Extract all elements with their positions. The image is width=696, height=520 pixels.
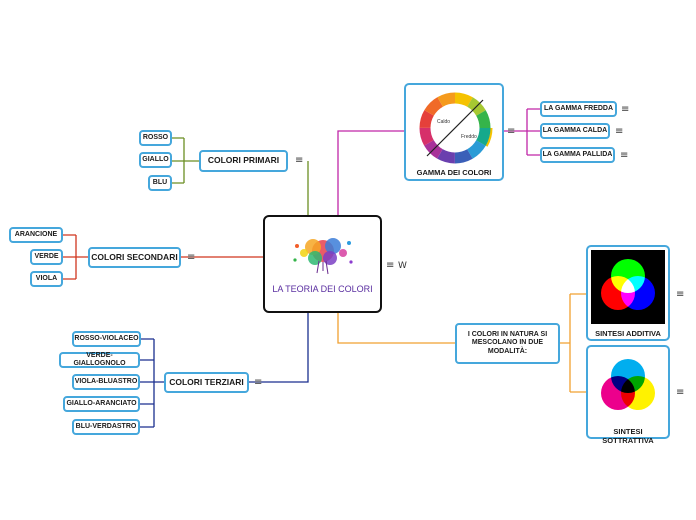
subtractive-synthesis-image	[591, 350, 665, 424]
link-natura	[337, 313, 455, 344]
link-gamma	[337, 130, 404, 216]
node-sintesi-sottrattiva[interactable]: SINTESI SOTTRATTIVA	[586, 345, 670, 445]
gamma-caption: GAMMA DEI COLORI	[416, 168, 492, 177]
note-icon[interactable]: ≡	[621, 104, 630, 115]
additiva-caption: SINTESI ADDITIVA	[595, 329, 661, 338]
link-natura-items	[560, 293, 586, 393]
note-icon[interactable]: ≡	[386, 260, 395, 271]
node-verde-giallognolo[interactable]: VERDE-GIALLOGNOLO	[59, 352, 140, 368]
node-arancione[interactable]: ARANCIONE	[9, 227, 63, 243]
node-sintesi-additiva[interactable]: SINTESI ADDITIVA	[586, 245, 670, 341]
note-icon[interactable]: ≡	[676, 387, 685, 398]
wheel-warm-label: Caldo	[437, 119, 450, 125]
link-terziari	[248, 313, 309, 383]
node-colori-terziari[interactable]: COLORI TERZIARI	[164, 372, 249, 393]
note-icon[interactable]: ≡	[295, 155, 304, 166]
node-viola[interactable]: VIOLA	[30, 271, 63, 287]
node-verde[interactable]: VERDE	[30, 249, 63, 265]
watercolor-splash-image	[293, 238, 353, 275]
node-giallo[interactable]: GIALLO	[139, 152, 172, 168]
note-icon[interactable]: ≡	[254, 377, 263, 388]
node-blu-verdastro[interactable]: BLU-VERDASTRO	[72, 419, 140, 435]
note-icon[interactable]: ≡	[507, 126, 516, 137]
central-topic[interactable]: LA TEORIA DEI COLORI	[263, 215, 382, 313]
node-gamma-calda[interactable]: LA GAMMA CALDA	[540, 123, 610, 139]
note-icon[interactable]: ≡	[676, 289, 685, 300]
node-colori-primari[interactable]: COLORI PRIMARI	[199, 150, 288, 172]
link-gamma-items	[504, 108, 540, 156]
node-gamma-pallida[interactable]: LA GAMMA PALLIDA	[540, 147, 615, 163]
color-wheel-image: Caldo Freddo	[417, 90, 493, 166]
additive-synthesis-image	[591, 250, 665, 324]
word-attachment-icon[interactable]: W	[398, 261, 407, 271]
node-viola-bluastro[interactable]: VIOLA-BLUASTRO	[72, 374, 140, 390]
link-terziari-items	[140, 338, 165, 428]
link-secondari-items	[63, 234, 88, 280]
sottrattiva-caption: SINTESI SOTTRATTIVA	[602, 427, 654, 445]
node-rosso[interactable]: ROSSO	[139, 130, 172, 146]
node-giallo-aranciato[interactable]: GIALLO-ARANCIATO	[63, 396, 140, 412]
note-icon[interactable]: ≡	[615, 126, 624, 137]
note-icon[interactable]: ≡	[620, 150, 629, 161]
node-colori-secondari[interactable]: COLORI SECONDARI	[88, 247, 181, 268]
note-icon[interactable]: ≡	[187, 252, 196, 263]
node-gamma-dei-colori[interactable]: Caldo Freddo GAMMA DEI COLORI	[404, 83, 504, 181]
node-colori-in-natura[interactable]: I COLORI IN NATURA SI MESCOLANO IN DUE M…	[455, 323, 560, 364]
node-gamma-fredda[interactable]: LA GAMMA FREDDA	[540, 101, 617, 117]
link-primari-items	[172, 137, 200, 184]
node-rosso-violaceo[interactable]: ROSSO-VIOLACEO	[72, 331, 141, 347]
node-blu[interactable]: BLU	[148, 175, 172, 191]
wheel-cold-label: Freddo	[461, 134, 477, 140]
central-title: LA TEORIA DEI COLORI	[272, 284, 373, 294]
